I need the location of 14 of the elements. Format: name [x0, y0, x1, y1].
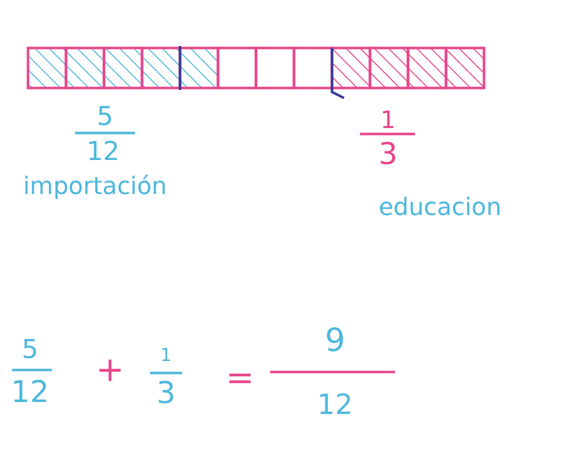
- denominator: 12: [317, 391, 353, 419]
- denominator: 12: [86, 139, 120, 165]
- equals-sign: =: [226, 361, 254, 395]
- numerator: 1: [380, 108, 396, 132]
- category-label: importación: [23, 174, 167, 198]
- numerator: 1: [160, 347, 172, 365]
- numerator: 9: [324, 324, 346, 356]
- numerator: 5: [22, 337, 38, 363]
- denominator: 3: [378, 140, 398, 170]
- plus-sign: +: [96, 353, 124, 387]
- denominator: 3: [156, 379, 176, 409]
- denominator: 12: [10, 378, 50, 408]
- category-label: educacion: [378, 195, 502, 219]
- numerator: 5: [96, 104, 114, 130]
